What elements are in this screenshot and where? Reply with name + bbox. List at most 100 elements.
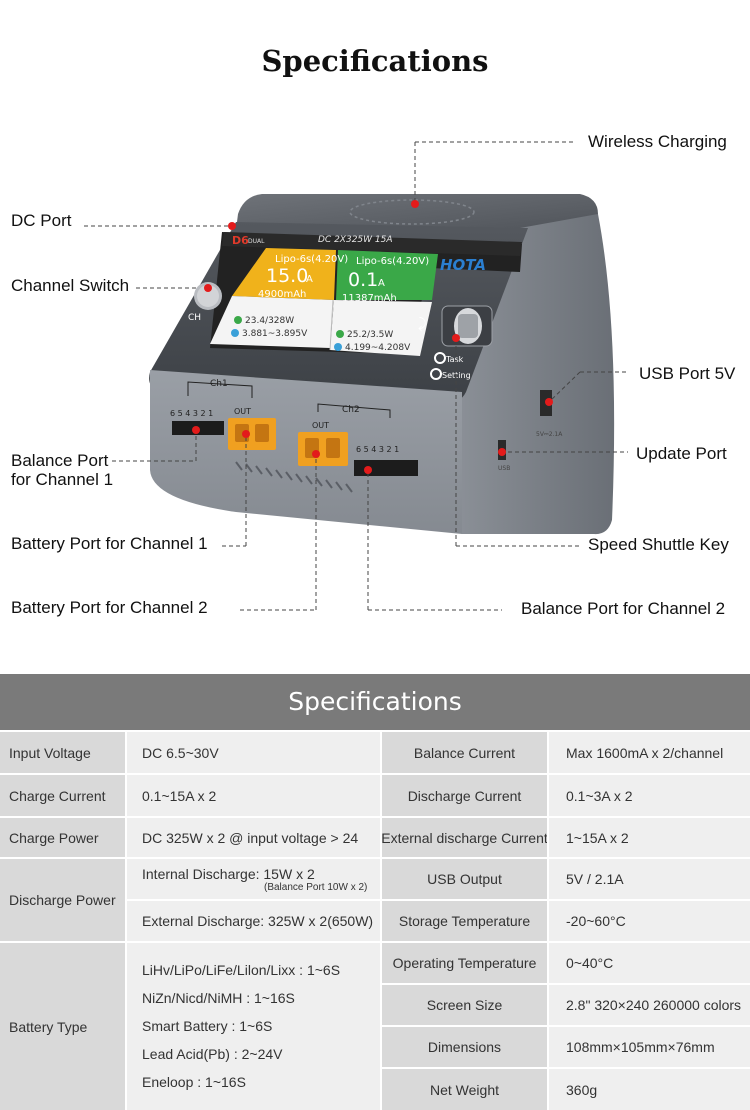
task-label: Task xyxy=(445,355,464,364)
spec-value-charge-current: 0.1~15A x 2 xyxy=(127,775,380,816)
model-sub: DUAL xyxy=(248,238,265,245)
spec-label-net-weight: Net Weight xyxy=(382,1069,547,1110)
ch1-power-icon xyxy=(234,316,242,324)
spec-value-external-discharge-current: 1~15A x 2 xyxy=(549,818,750,857)
balance-port-ch2[interactable] xyxy=(354,460,418,476)
internal-discharge-note: (Balance Port 10W x 2) xyxy=(264,881,368,893)
ch2-power-icon xyxy=(336,330,344,338)
ch2-current-unit: A xyxy=(378,278,385,289)
setting-icon xyxy=(430,368,442,380)
spec-value-dimensions: 108mm×105mm×76mm xyxy=(549,1027,750,1067)
ch1-capacity: 4900mAh xyxy=(258,289,306,300)
spec-label-input-voltage: Input Voltage xyxy=(0,732,125,773)
marker-channel-switch xyxy=(204,284,212,292)
callout-battery-ch1: Battery Port for Channel 1 xyxy=(11,534,208,553)
spec-value-battery-type: LiHv/LiPo/LiFe/Lilon/Lixx : 1~6S NiZn/Ni… xyxy=(127,943,380,1110)
marker-balance-ch1 xyxy=(192,426,200,434)
callout-battery-ch2: Battery Port for Channel 2 xyxy=(11,598,208,617)
spec-value-operating-temperature: 0~40°C xyxy=(549,943,750,983)
spec-value-usb-output: 5V / 2.1A xyxy=(549,859,750,899)
marker-shuttle-key xyxy=(452,334,460,342)
usb-5v-label: 5V⎓2.1A xyxy=(536,431,563,438)
spec-label-discharge-power: Discharge Power xyxy=(0,859,125,941)
spec-value-input-voltage: DC 6.5~30V xyxy=(127,732,380,773)
ch2-voltage-icon xyxy=(334,343,342,351)
spec-label-charge-power: Charge Power xyxy=(0,818,125,857)
marker-dots xyxy=(192,200,553,474)
ch1-current-unit: A xyxy=(306,274,313,285)
callout-channel-switch: Channel Switch xyxy=(11,276,130,295)
task-icon xyxy=(434,352,446,364)
ch2-capacity: 11387mAh xyxy=(342,293,397,304)
spec-value-balance-current: Max 1600mA x 2/channel xyxy=(549,732,750,773)
marker-balance-ch2 xyxy=(364,466,372,474)
callout-dc-port: DC Port xyxy=(11,211,72,230)
battery-type-line: Smart Battery : 1~6S xyxy=(142,1018,273,1034)
battery-type-line: Eneloop : 1~16S xyxy=(142,1074,246,1090)
marker-wireless xyxy=(411,200,419,208)
page-title: Specifications xyxy=(261,44,489,78)
ch2-out-label: OUT xyxy=(312,421,329,430)
ch1-power: 23.4/328W xyxy=(245,316,294,326)
marker-usb-port xyxy=(545,398,553,406)
leader-lines xyxy=(84,141,628,611)
marker-battery-ch2 xyxy=(312,450,320,458)
spec-label-storage-temperature: Storage Temperature xyxy=(382,901,547,941)
spec-label-discharge-current: Discharge Current xyxy=(382,775,547,816)
battery-type-line: LiHv/LiPo/LiFe/Lilon/Lixx : 1~6S xyxy=(142,962,341,978)
battery-type-line: NiZn/Nicd/NiMH : 1~16S xyxy=(142,990,295,1006)
screen-header-text: DC 2X325W 15A xyxy=(318,235,393,245)
ch1-pin-numbers: 6 5 4 3 2 1 xyxy=(170,409,213,418)
marker-update-port xyxy=(498,448,506,456)
rotate-arrow-icon: ⤸ xyxy=(418,316,427,332)
ch2-current: 0.1 xyxy=(348,269,378,291)
spec-label-screen-size: Screen Size xyxy=(382,985,547,1025)
spec-value-storage-temperature: -20~60°C xyxy=(549,901,750,941)
ch1-current: 15.0 xyxy=(266,265,308,287)
callout-balance-ch1-line2: for Channel 1 xyxy=(11,470,114,489)
internal-discharge-text: Internal Discharge: 15W x 2 xyxy=(142,865,315,882)
ch2-pin-numbers: 6 5 4 3 2 1 xyxy=(356,445,399,454)
ch1-voltage: 3.881~3.895V xyxy=(242,329,308,339)
model-badge: D6 xyxy=(232,234,249,247)
ch1-bracket: Ch1 xyxy=(187,379,253,398)
spec-label-usb-output: USB Output xyxy=(382,859,547,899)
ch-button-label: CH xyxy=(188,313,201,323)
update-port-usb-label: USB xyxy=(498,465,510,472)
charger-diagram: DC 2X325W 15A D6 DUAL Lipo-6s(4.20V) 15.… xyxy=(84,141,628,611)
ch2-label: Ch2 xyxy=(342,405,360,415)
marker-battery-ch1 xyxy=(242,430,250,438)
spec-table-header: Specifications xyxy=(0,674,750,730)
ch2-bracket: Ch2 xyxy=(317,403,391,418)
ch1-voltage-icon xyxy=(231,329,239,337)
spec-value-net-weight: 360g xyxy=(549,1069,750,1110)
callout-balance-ch2: Balance Port for Channel 2 xyxy=(521,599,726,618)
ch1-label: Ch1 xyxy=(210,379,228,389)
battery-type-line: Lead Acid(Pb) : 2~24V xyxy=(142,1046,283,1062)
spec-value-screen-size: 2.8" 320×240 260000 colors xyxy=(549,985,750,1025)
ch1-out-label: OUT xyxy=(234,407,251,416)
spec-table: Specifications Input Voltage DC 6.5~30V … xyxy=(0,674,750,1110)
spec-label-dimensions: Dimensions xyxy=(382,1027,547,1067)
spec-value-internal-discharge: Internal Discharge: 15W x 2 (Balance Por… xyxy=(127,859,380,899)
marker-dc-port xyxy=(228,222,236,230)
ch2-power: 25.2/3.5W xyxy=(347,330,393,340)
ch2-voltage: 4.199~4.208V xyxy=(345,343,411,353)
callout-wireless-charging: Wireless Charging xyxy=(588,132,727,151)
spec-label-balance-current: Balance Current xyxy=(382,732,547,773)
callout-balance-ch1-line1: Balance Port xyxy=(11,451,109,470)
vent-grille xyxy=(235,461,353,493)
spec-value-charge-power: DC 325W x 2 @ input voltage > 24 xyxy=(127,818,380,857)
channel-switch-button[interactable]: CH xyxy=(188,282,222,323)
wireless-pad xyxy=(349,199,475,225)
spec-label-charge-current: Charge Current xyxy=(0,775,125,816)
ch1-battery-type: Lipo-6s(4.20V) xyxy=(275,254,348,265)
callout-update-port: Update Port xyxy=(636,444,727,463)
spec-value-discharge-current: 0.1~3A x 2 xyxy=(549,775,750,816)
spec-label-battery-type: Battery Type xyxy=(0,943,125,1110)
callout-usb-port: USB Port 5V xyxy=(639,364,736,383)
lcd-screen: DC 2X325W 15A D6 DUAL Lipo-6s(4.20V) 15.… xyxy=(210,232,522,356)
ch2-battery-type: Lipo-6s(4.20V) xyxy=(356,256,429,267)
hota-logo: HOTA xyxy=(440,256,486,274)
spec-label-operating-temperature: Operating Temperature xyxy=(382,943,547,983)
